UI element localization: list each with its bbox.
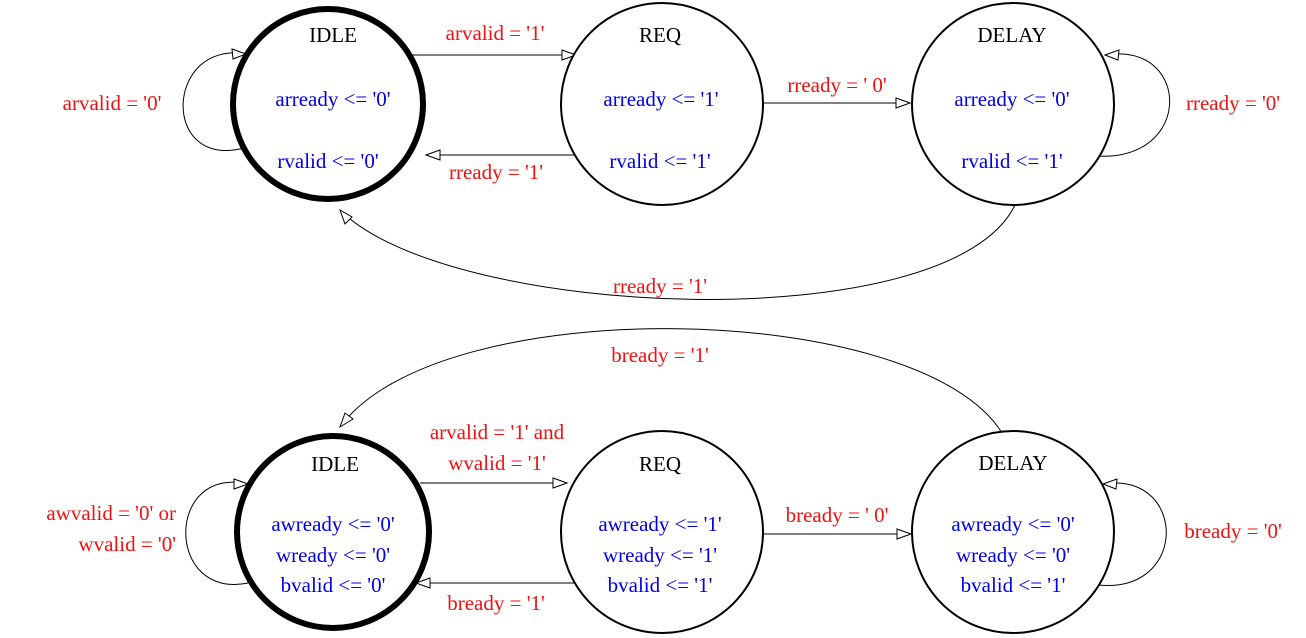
write-state-idle-name: IDLE [311,452,359,476]
read-req-to-idle-arrowhead [424,149,441,161]
read-idle-self-loop [182,52,247,151]
read-state-delay-name: DELAY [977,23,1046,47]
read-state-idle-action: arready <= '0' [275,87,390,111]
write-state-idle-action: awready <= '0' [271,512,394,536]
read-cond-idle-to-req: arvalid = '1' [446,21,545,45]
read-delay-self-loop [1079,53,1171,157]
write-state-req-name: REQ [639,452,681,476]
read-state-idle-action: rvalid <= '0' [277,149,378,173]
read-state-idle-name: IDLE [309,23,357,47]
read-idle-self-loop-arrowhead [231,48,248,60]
write-idle-self-loop [185,481,249,585]
read-state-delay: DELAY arready <= '0' rvalid <= '1' [911,2,1115,206]
write-state-delay-name: DELAY [978,451,1047,475]
write-state-delay-action: bvalid <= '1' [961,573,1066,597]
read-state-req-action: rvalid <= '1' [609,149,710,173]
write-state-idle-circle [234,433,432,631]
read-delay-to-idle-edge [339,204,1016,300]
write-cond-req-to-delay: bready = ' 0' [786,503,889,527]
write-req-to-idle-arrowhead [414,577,431,589]
write-cond-idle-to-req-line: arvalid = '1' and [430,420,565,444]
write-cond-idle-to-req-line: wvalid = '1' [448,451,546,475]
read-cond-delay-to-idle: rready = '1' [613,274,707,298]
write-delay-self-loop [1085,482,1167,586]
write-state-delay-action: awready <= '0' [951,512,1074,536]
write-idle-to-req-arrowhead [552,477,569,489]
write-state-delay-circle [911,430,1115,634]
read-cond-idle-self: arvalid = '0' [63,91,162,115]
read-state-delay-circle [911,2,1115,206]
read-state-idle: IDLE arready <= '0' rvalid <= '0' [230,6,426,202]
read-state-delay-action: arready <= '0' [954,87,1069,111]
read-delay-to-idle-arrowhead [339,208,353,225]
write-state-idle: IDLE awready <= '0' wready <= '0' bvalid… [234,433,432,631]
write-state-req-action: wready <= '1' [603,543,717,567]
write-fsm: IDLE awready <= '0' wready <= '0' bvalid… [46,328,1282,634]
write-state-req-action: awready <= '1' [598,512,721,536]
read-cond-req-to-delay: rready = ' 0' [787,73,886,97]
read-state-req-name: REQ [639,23,681,47]
read-fsm: IDLE arready <= '0' rvalid <= '0' REQ ar… [63,2,1280,300]
write-state-delay: DELAY awready <= '0' wready <= '0' bvali… [911,430,1115,634]
write-state-req: REQ awready <= '1' wready <= '1' bvalid … [560,430,764,634]
read-state-req: REQ arready <= '1' rvalid <= '1' [560,2,764,206]
read-state-req-action: arready <= '1' [603,87,718,111]
write-cond-req-to-idle: bready = '1' [447,591,545,615]
write-cond-idle-self-line: awvalid = '0' or [46,501,176,525]
write-delay-to-idle-edge [339,328,1003,434]
write-delay-to-idle-arrowhead [339,412,354,429]
read-req-to-delay-arrowhead [895,97,912,109]
read-delay-self-loop-arrowhead [1103,49,1120,61]
write-cond-idle-self-line: wvalid = '0' [78,532,176,556]
read-state-req-circle [560,2,764,206]
write-cond-delay-to-idle: bready = '1' [611,343,709,367]
write-req-to-delay-arrowhead [896,528,913,540]
read-cond-req-to-idle: rready = '1' [449,160,543,184]
read-state-delay-action: rvalid <= '1' [961,149,1062,173]
read-state-idle-circle [230,6,426,202]
write-idle-self-loop-arrowhead [233,478,250,490]
read-cond-delay-self: rready = '0' [1186,91,1280,115]
write-state-delay-action: wready <= '0' [956,543,1070,567]
write-cond-delay-self: bready = '0' [1184,519,1282,543]
write-state-idle-action: bvalid <= '0' [281,573,386,597]
write-state-idle-action: wready <= '0' [276,543,390,567]
write-state-req-action: bvalid <= '1' [608,573,713,597]
write-state-req-circle [560,430,764,634]
read-idle-to-req-arrowhead [561,49,578,61]
write-delay-self-loop-arrowhead [1101,478,1118,490]
